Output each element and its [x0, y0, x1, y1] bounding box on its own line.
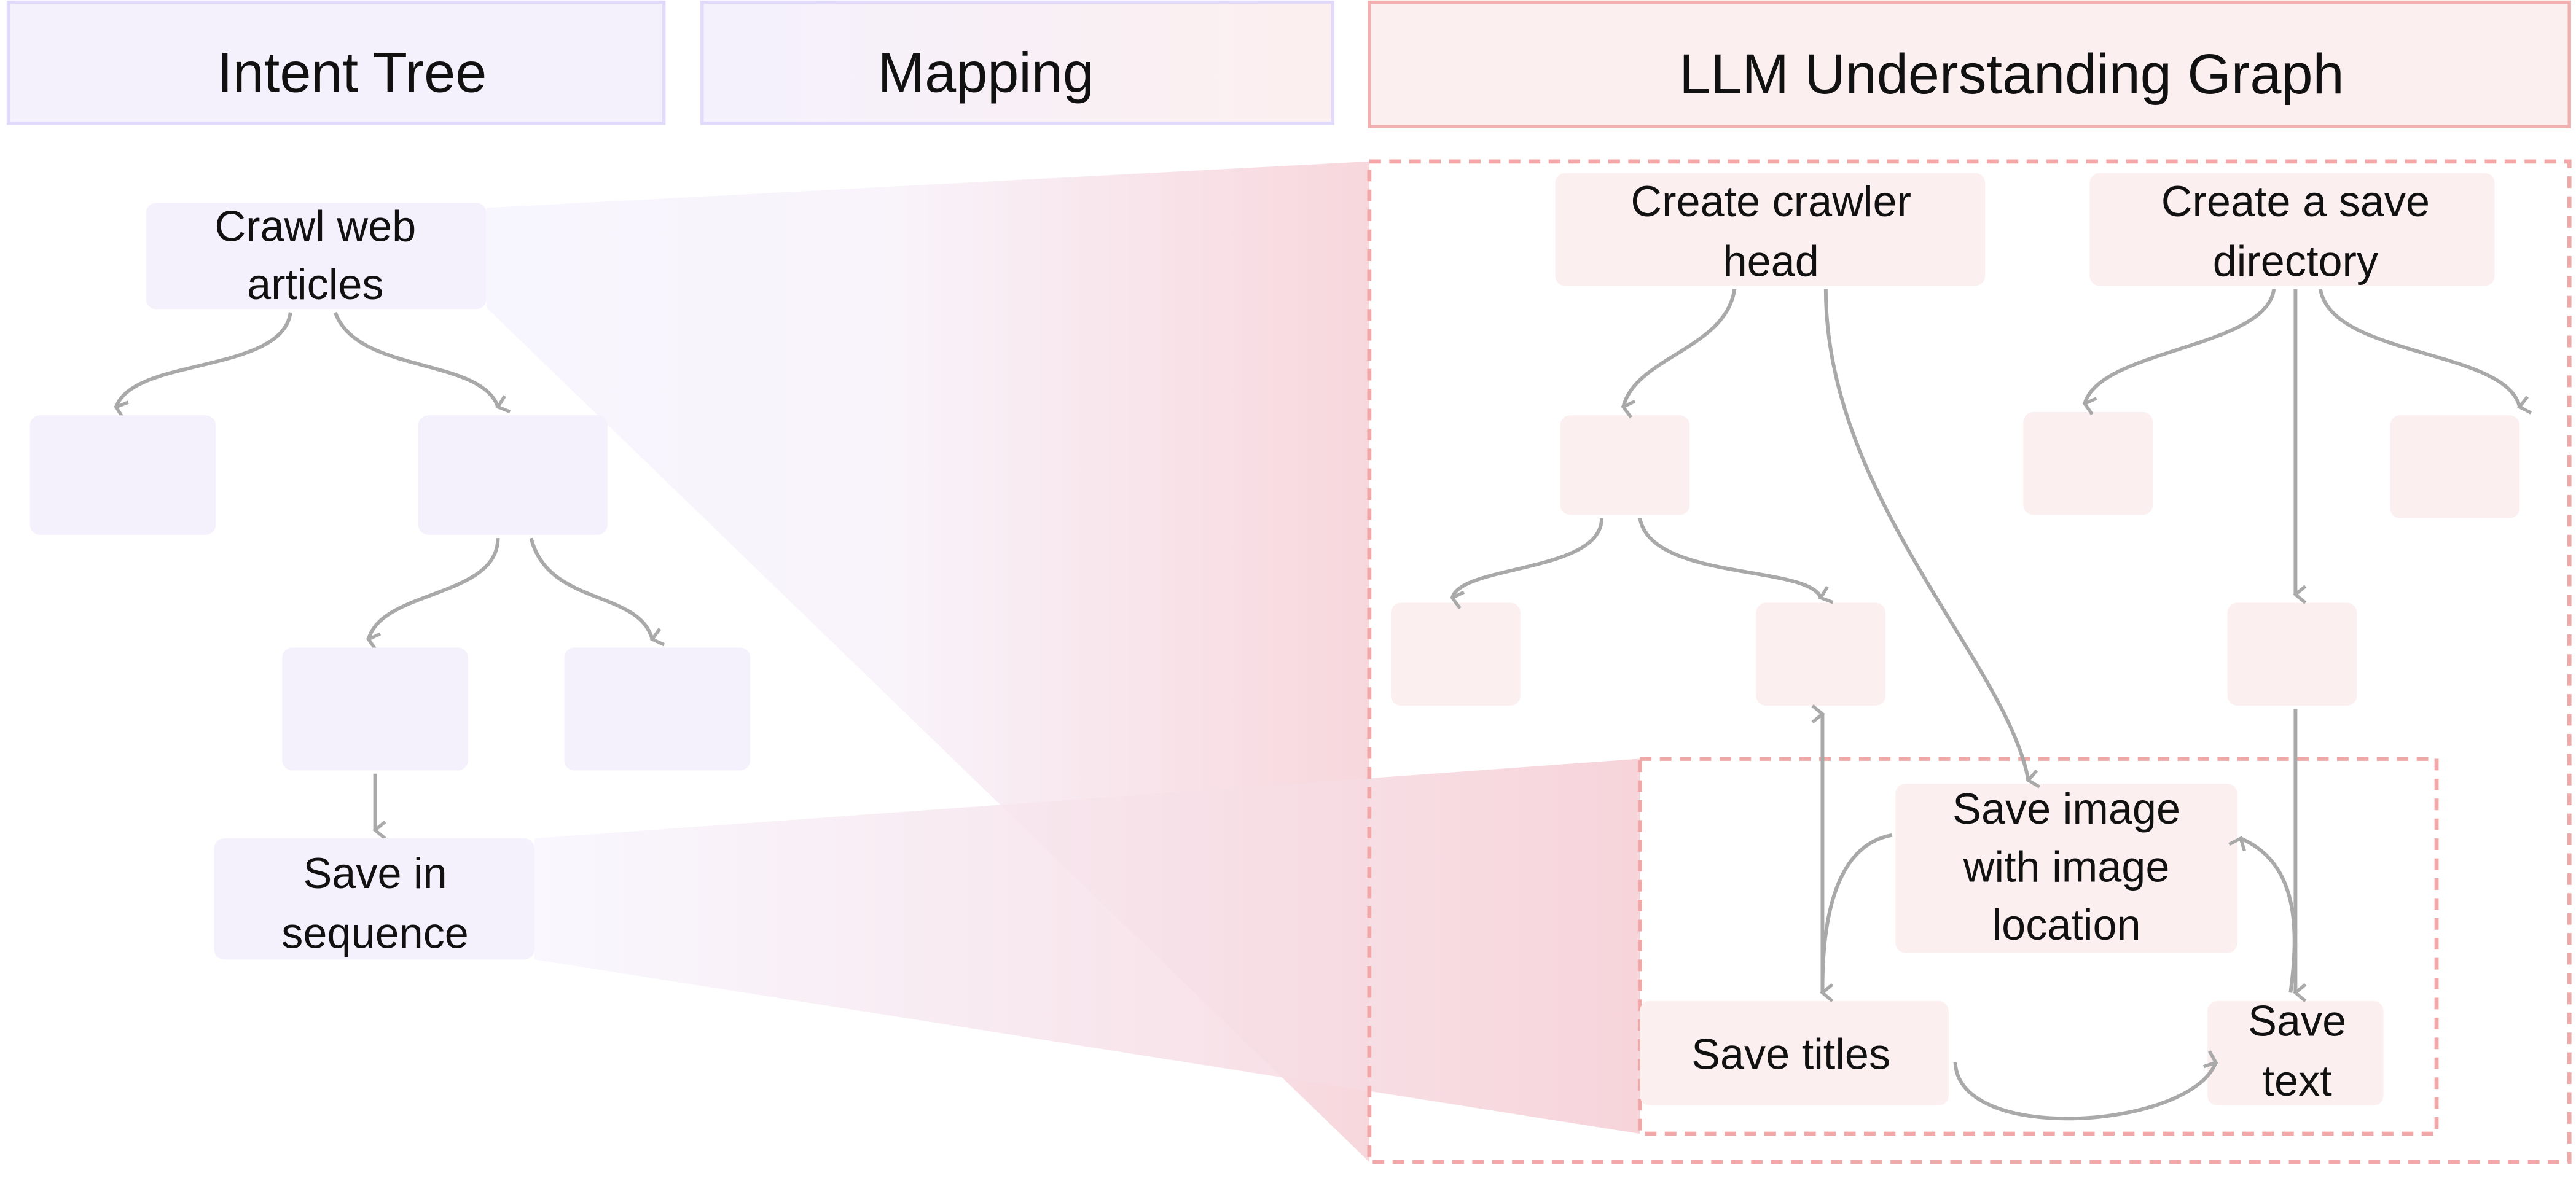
- node-label: text: [2263, 1056, 2332, 1105]
- header-llm-graph-label: LLM Understanding Graph: [1679, 43, 2344, 106]
- intent-node-empty[interactable]: [29, 415, 216, 535]
- llm-graph-edges: [1449, 289, 2532, 1121]
- intent-tree-edges: [114, 311, 665, 840]
- llm-node-empty[interactable]: [1756, 602, 1886, 706]
- llm-node-save-image[interactable]: Save image with image location: [1895, 783, 2237, 953]
- header-intent-tree: Intent Tree: [6, 0, 666, 125]
- node-label: Save titles: [1691, 1030, 1890, 1078]
- llm-node-empty[interactable]: [2390, 415, 2520, 518]
- llm-node-empty[interactable]: [2023, 411, 2153, 515]
- node-label: Save in: [303, 849, 447, 897]
- intent-node-empty[interactable]: [418, 415, 608, 535]
- header-llm-graph: LLM Understanding Graph: [1368, 0, 2571, 128]
- mapping-funnel-leaf: [534, 758, 1640, 1134]
- intent-node-empty[interactable]: [282, 647, 468, 771]
- llm-node-save-text[interactable]: Save text: [2207, 997, 2384, 1106]
- llm-subgraph-region: [1637, 757, 2439, 1136]
- node-label: Save: [2248, 997, 2346, 1045]
- node-label: Create a save: [2161, 177, 2430, 225]
- node-label: location: [1992, 900, 2141, 949]
- node-label: directory: [2213, 236, 2378, 285]
- llm-node-empty[interactable]: [2227, 602, 2357, 706]
- node-label: head: [1723, 236, 1819, 285]
- llm-node-empty[interactable]: [1391, 602, 1521, 706]
- header-mapping-label: Mapping: [878, 41, 1094, 104]
- llm-node-save-titles[interactable]: Save titles: [1640, 1000, 1949, 1106]
- intent-node-crawl-web-articles[interactable]: Crawl web articles: [146, 202, 487, 310]
- node-label: with image: [1963, 842, 2170, 891]
- intent-node-empty[interactable]: [564, 647, 751, 771]
- llm-graph-region: [1367, 159, 2572, 1164]
- intent-node-save-in-sequence[interactable]: Save in sequence: [214, 838, 534, 960]
- header-intent-tree-label: Intent Tree: [217, 41, 487, 104]
- header-mapping: Mapping: [700, 0, 1335, 125]
- node-label: sequence: [281, 908, 469, 957]
- llm-node-create-save-directory[interactable]: Create a save directory: [2089, 173, 2495, 286]
- node-label: Save image: [1952, 784, 2180, 833]
- llm-node-create-crawler-head[interactable]: Create crawler head: [1555, 173, 1986, 286]
- node-label: Crawl web: [214, 202, 416, 251]
- node-label: articles: [247, 260, 383, 308]
- node-label: Create crawler: [1631, 177, 1911, 225]
- llm-node-empty[interactable]: [1560, 415, 1690, 515]
